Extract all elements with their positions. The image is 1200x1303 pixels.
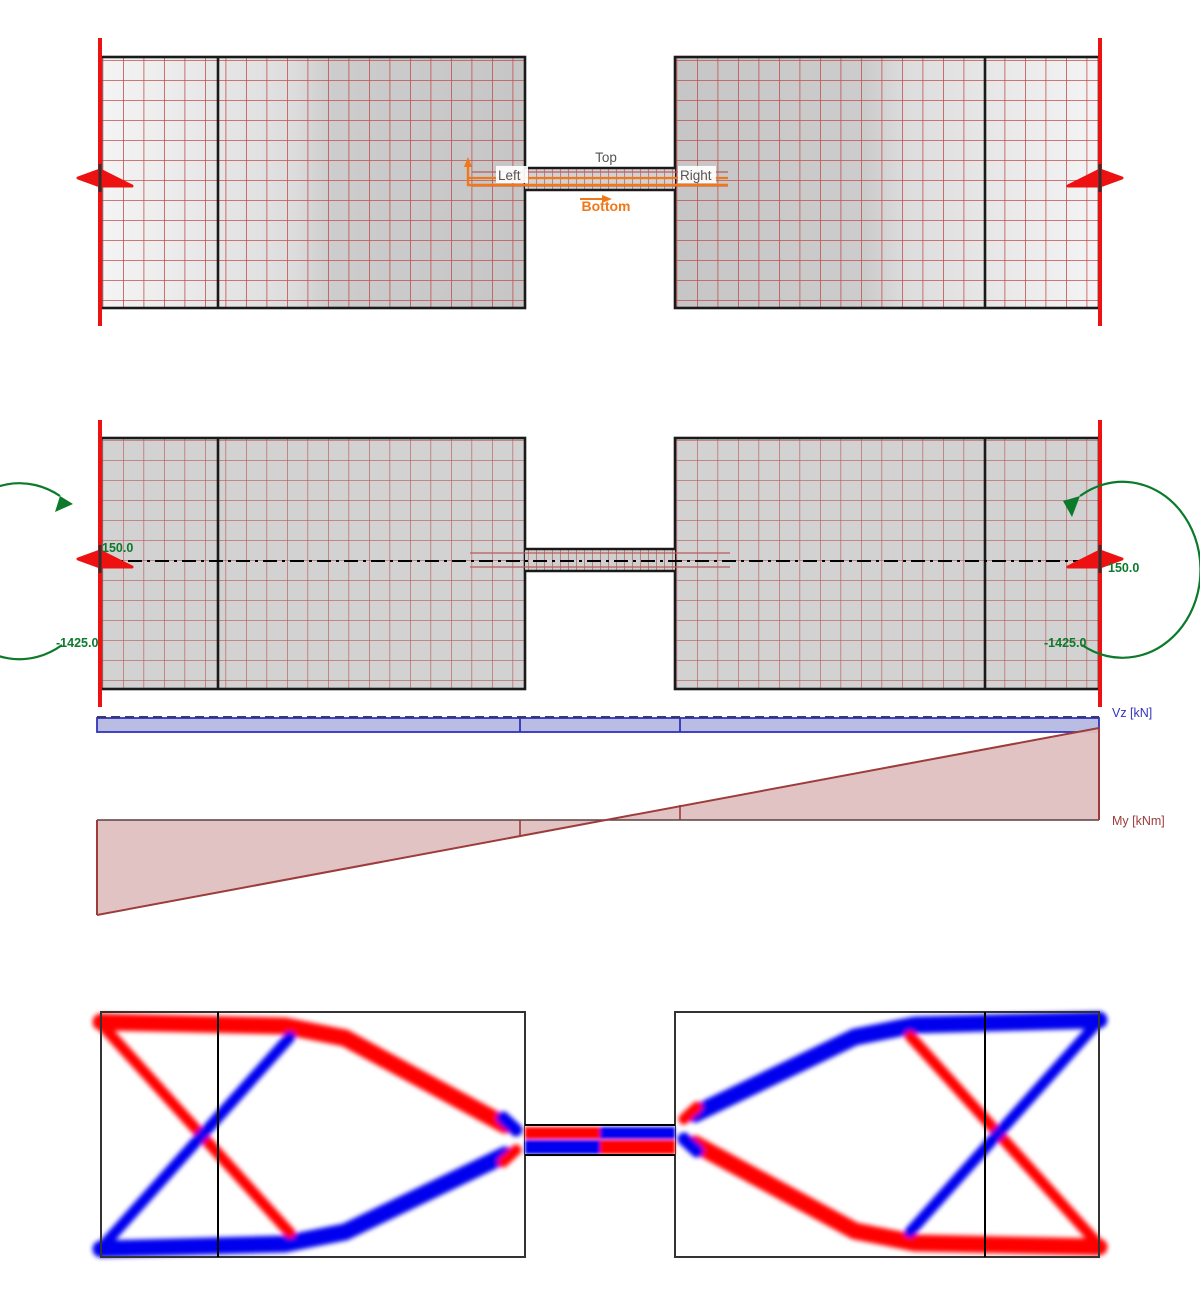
trajectory-left-block <box>92 1011 526 1258</box>
panel-geometry: Top Bottom Left Right <box>76 38 1124 326</box>
trajectory-coupling-beam <box>525 1124 675 1156</box>
moment-diagram: My [kNm] <box>96 727 1165 916</box>
panel-trajectories <box>92 1011 1108 1258</box>
trajectory-right-block <box>674 1011 1108 1258</box>
right-wall-block <box>673 55 1101 310</box>
support-right <box>1066 38 1124 326</box>
left-wall-block-forces <box>99 436 527 691</box>
label-top: Top <box>595 150 617 165</box>
reaction-moment-label-right: -1425.0 <box>1044 636 1086 650</box>
shear-diagram: Vz [kN] <box>96 706 1152 733</box>
reaction-force-label-right: 150.0 <box>1108 561 1139 575</box>
right-wall-block-forces <box>673 436 1101 691</box>
support-left-forces <box>76 420 134 707</box>
moment-diagram-label: My [kNm] <box>1112 814 1165 828</box>
shear-diagram-label: Vz [kN] <box>1112 706 1152 720</box>
support-right-forces <box>1066 420 1124 707</box>
left-wall-block <box>99 55 527 310</box>
geometry-labels: Top Bottom Left Right <box>496 148 716 214</box>
reaction-moment-label-left: -1425.0 <box>56 636 98 650</box>
support-left <box>76 38 134 326</box>
moment-arc-left <box>0 482 73 661</box>
reaction-force-label-left: 150.0 <box>102 541 133 555</box>
panel-forces: 150.0 -1425.0 150.0 -1425.0 Vz [kN] My [… <box>0 420 1200 916</box>
reaction-labels: 150.0 -1425.0 150.0 -1425.0 <box>56 541 1139 650</box>
label-left: Left <box>498 168 521 183</box>
label-right: Right <box>680 168 712 183</box>
moment-arc-right <box>1063 480 1200 659</box>
label-bottom: Bottom <box>582 198 631 214</box>
